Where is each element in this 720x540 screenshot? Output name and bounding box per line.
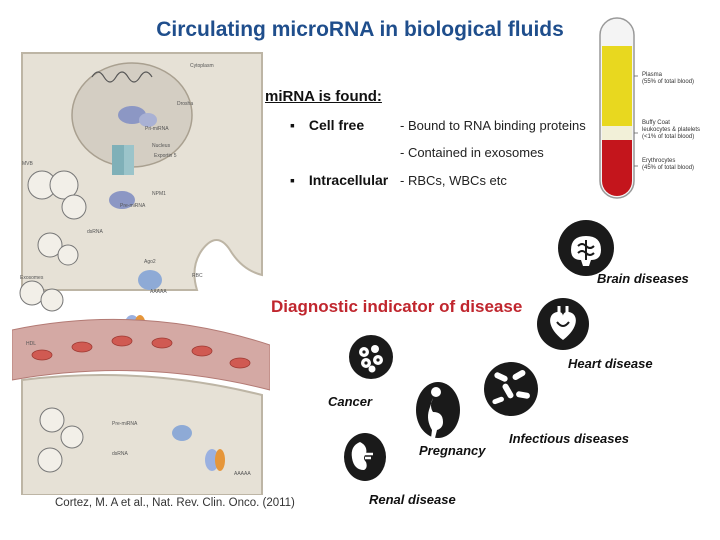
drosha-label: Drosha [177, 101, 193, 107]
exportin-channel [112, 145, 124, 175]
pri-mirna-label: Pri-miRNA [145, 126, 169, 132]
nucleus-label: Nucleus [152, 143, 171, 149]
heart-disease-label: Heart disease [568, 356, 653, 371]
lower-cell [21, 374, 263, 495]
lower-cell-exosomes [37, 407, 225, 473]
mirna-found-heading: miRNA is found: [265, 88, 382, 105]
plasma-label: Plasma (55% of total blood) [642, 72, 694, 86]
exportin-label: Exportin 5 [154, 153, 177, 159]
bullet-cell-free: ▪ Cell free [290, 117, 364, 133]
ery-name: Erythrocytes [642, 158, 676, 164]
bullet-glyph: ▪ [290, 172, 295, 188]
mvb-group [19, 170, 87, 312]
dsrna-label: dsRNA [87, 229, 104, 235]
bullet-intracellular: ▪ Intracellular [290, 172, 388, 188]
buffy-note-2: (<1% of total blood) [642, 134, 695, 140]
exosomes-label: Exosomes [20, 275, 44, 281]
erythrocyte-layer [602, 140, 632, 196]
infectious-disease-label: Infectious diseases [509, 431, 629, 446]
citation: Cortez, M. A et al., Nat. Rev. Clin. Onc… [55, 497, 295, 509]
red-blood-cells [31, 335, 251, 369]
lower-pre-mirna-label: Pre-miRNA [112, 421, 138, 427]
dicer-complex [109, 191, 135, 209]
lower-dsrna-label: dsRNA [112, 451, 129, 457]
aaaaa-label: AAAAA [150, 289, 167, 295]
renal-disease-label: Renal disease [369, 492, 456, 507]
plasma-layer [602, 46, 632, 126]
blood-tube [599, 17, 638, 199]
erythrocytes-label: Erythrocytes (45% of total blood) [642, 158, 694, 172]
buffy-note-1: leukocytes & platelets [642, 127, 701, 133]
exportin-channel-half [124, 145, 134, 175]
pri-mirna-strand [91, 71, 153, 83]
hdl-label: HDL [26, 341, 36, 347]
lower-aaaaa-label: AAAAA [234, 471, 251, 477]
buffy-name: Buffy Coat [642, 120, 670, 126]
cell-free-detail-1: - Bound to RNA binding proteins [400, 118, 586, 133]
plasma-note: (55% of total blood) [642, 79, 695, 85]
intracellular-detail-1: - RBCs, WBCs etc [400, 173, 507, 188]
blood-vessel [12, 318, 270, 391]
diagnostic-heading: Diagnostic indicator of disease [271, 297, 523, 316]
cytoplasm-label: Cytoplasm [190, 63, 214, 69]
ago2-label: Ago2 [144, 259, 156, 265]
kidney-icon [344, 433, 386, 481]
brain-icon [558, 220, 614, 276]
cell-free-label: Cell free [308, 117, 365, 133]
drosha-complex [118, 106, 146, 124]
npm1-label: NPM1 [152, 191, 166, 197]
buffy-coat-label: Buffy Coat leukocytes & platelets (<1% o… [642, 120, 700, 141]
rbc-label: RBC [192, 273, 203, 279]
cancer-cells-icon [349, 335, 393, 379]
page-title: Circulating microRNA in biological fluid… [156, 18, 564, 41]
mvb-label: MVB [22, 161, 34, 167]
drosha-partner [139, 113, 157, 127]
pregnancy-label: Pregnancy [419, 443, 486, 458]
buffy-coat-layer [602, 126, 632, 140]
circulating-mirna-illustration: Cytoplasm Drosha Pri-miRNA Nucleus Expor… [12, 52, 270, 495]
ago2-complex [138, 270, 162, 290]
bacteria-icon [484, 362, 538, 416]
brain-disease-label: Brain diseases [597, 271, 689, 286]
ery-note: (45% of total blood) [642, 165, 695, 171]
cell-free-detail-2: - Contained in exosomes [400, 145, 544, 160]
pregnancy-icon [416, 382, 460, 438]
cancer-label: Cancer [328, 394, 373, 409]
heart-icon [537, 298, 589, 350]
plasma-name: Plasma [642, 72, 663, 78]
bullet-glyph: ▪ [290, 117, 295, 133]
intracellular-label: Intracellular [308, 172, 389, 188]
pre-mirna-label: Pre-miRNA [120, 203, 146, 209]
